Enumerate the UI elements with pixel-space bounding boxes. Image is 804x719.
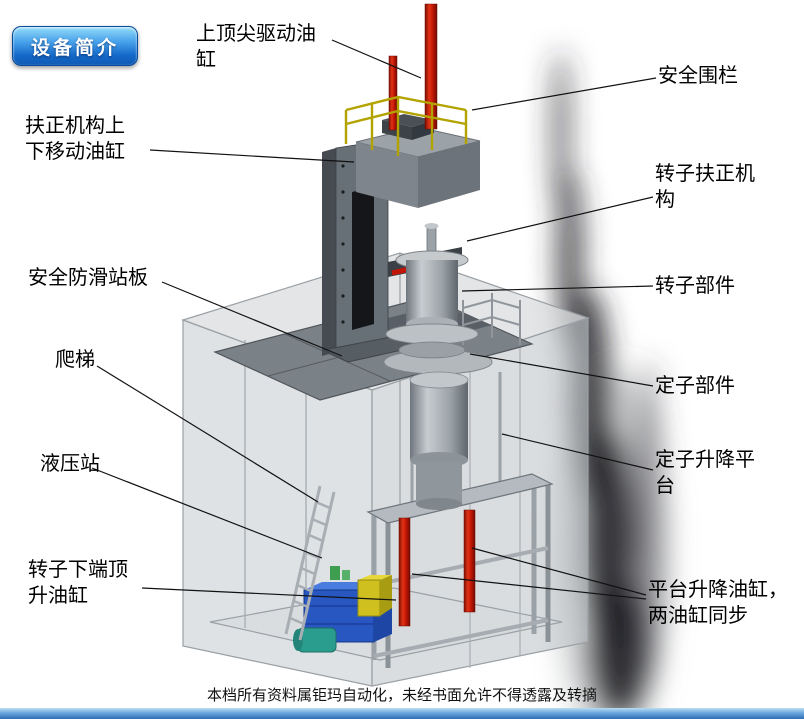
- callout-rotor-bottom-jack: 转子下端顶升油缸: [28, 557, 128, 608]
- callout-stator-part: 定子部件: [655, 373, 735, 397]
- callout-anti-slip-platform: 安全防滑站板: [28, 265, 148, 289]
- callout-safety-fence: 安全围栏: [658, 63, 738, 87]
- title-badge: 设备简介: [12, 26, 138, 66]
- leader-safety-fence: [471, 77, 657, 111]
- callout-rotor-part: 转子部件: [655, 273, 735, 297]
- leader-rotor-part: [461, 285, 654, 292]
- platform-lift-cylinders: [398, 509, 476, 627]
- rotor-assembly: [385, 223, 479, 359]
- confidentiality-notice: 本档所有资料属钜玛自动化，未经书面允许不得透露及转摘: [206, 686, 597, 704]
- head-assembly: [344, 3, 481, 208]
- leader-rotor-jack: [141, 587, 397, 601]
- bottom-accent-bar: [0, 708, 804, 719]
- callout-top-cylinder: 上顶尖驱动油缸: [196, 21, 316, 72]
- callout-hydraulic-station: 液压站: [40, 451, 100, 475]
- leader-rotor-centering: [466, 196, 654, 242]
- hydraulic-station: [293, 566, 392, 653]
- callout-stator-lift-platform: 定子升降平台: [655, 447, 755, 498]
- leader-platform-lift-2: [411, 573, 647, 600]
- leader-platform-lift-1: [471, 547, 647, 596]
- callout-ladder: 爬梯: [55, 347, 95, 371]
- leader-ladder: [96, 365, 319, 503]
- leader-anti-slip: [161, 281, 343, 357]
- access-ladder: [284, 485, 336, 641]
- callout-centering-cylinder: 扶正机构上下移动油缸: [25, 113, 125, 164]
- secondary-drive-rod: [388, 55, 398, 131]
- leader-stator-lift: [501, 433, 654, 471]
- leader-lines: [91, 39, 657, 601]
- callout-rotor-centering: 转子扶正机构: [655, 161, 755, 212]
- leader-stator-part: [469, 353, 654, 387]
- leader-centering-cylinder: [149, 149, 355, 163]
- callout-platform-lift-cylinders: 平台升降油缸，两油缸同步: [648, 577, 788, 628]
- leader-top-cylinder: [331, 39, 422, 79]
- leader-hydraulic: [91, 467, 323, 559]
- safety-fence-railing: [344, 95, 468, 156]
